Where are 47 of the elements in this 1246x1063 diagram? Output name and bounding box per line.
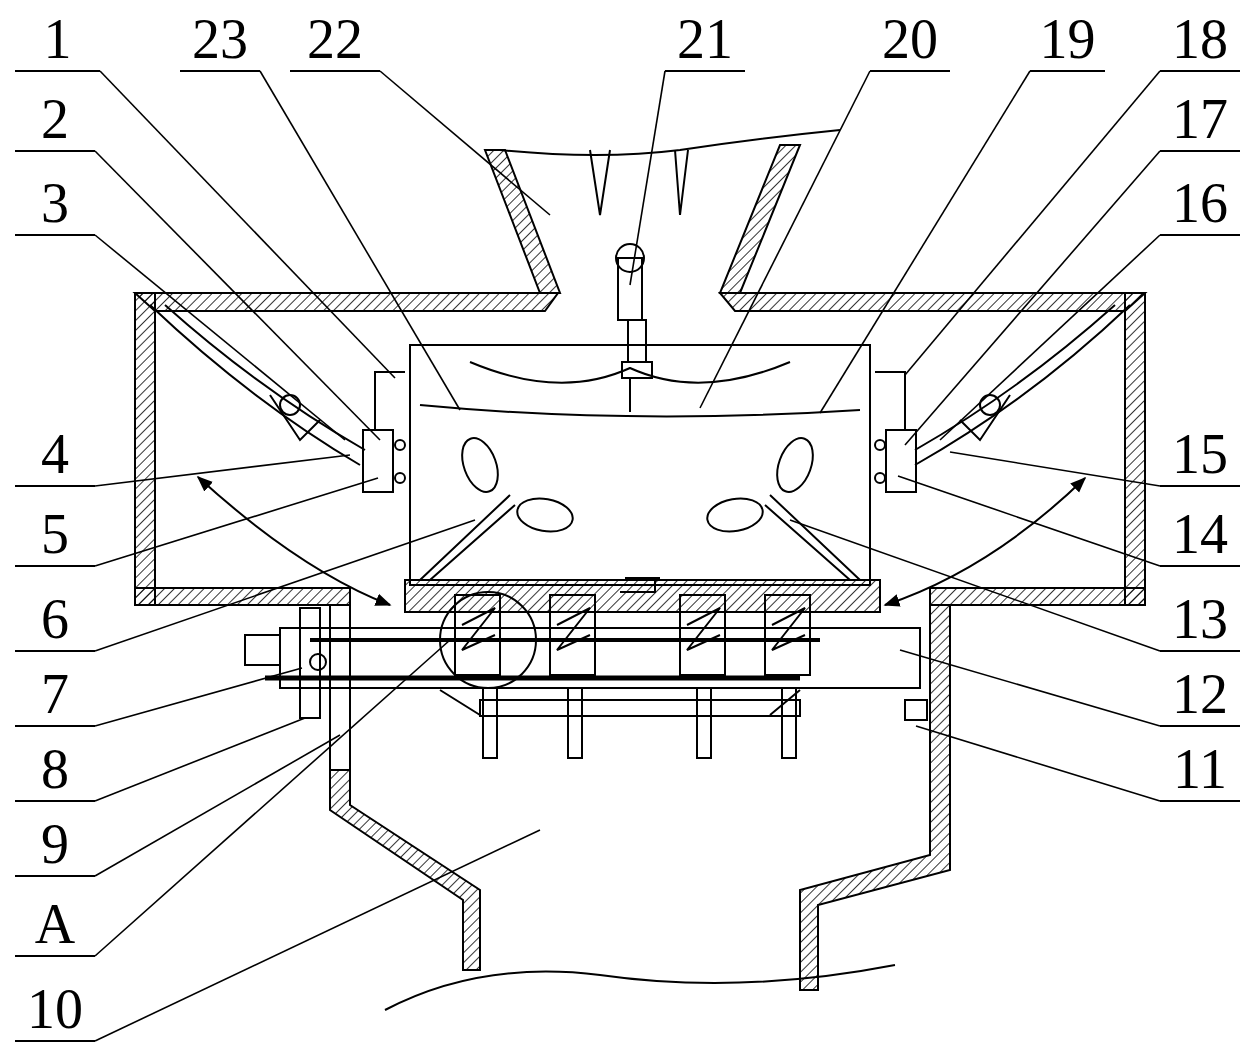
leader-line	[259, 70, 461, 411]
callout-number: 20	[870, 8, 950, 72]
leader-line	[904, 150, 1161, 446]
leader-line	[939, 234, 1161, 441]
callout-number: 8	[15, 738, 95, 802]
callout-number: 21	[665, 8, 745, 72]
leader-line	[379, 70, 551, 216]
callout-number: 17	[1160, 88, 1240, 152]
leader-line	[915, 725, 1161, 802]
leader-line	[94, 717, 306, 802]
callout-number: 19	[1030, 8, 1105, 72]
callout-number: 4	[15, 423, 95, 487]
callout-number: 11	[1160, 738, 1240, 802]
leader-line	[904, 70, 1161, 376]
leader-line	[819, 70, 1031, 414]
callout-number: 3	[15, 172, 95, 236]
leader-line	[94, 234, 346, 441]
leader-line	[94, 519, 476, 652]
leader-line	[94, 667, 303, 727]
callout-number: 18	[1160, 8, 1240, 72]
callout-number: 12	[1160, 663, 1240, 727]
leader-line	[699, 70, 871, 409]
leader-line	[629, 70, 666, 286]
leader-line	[94, 734, 341, 877]
leader-line	[949, 451, 1161, 487]
callout-number: 5	[15, 503, 95, 567]
callout-number: 23	[180, 8, 260, 72]
leader-line	[94, 477, 379, 567]
leader-line	[899, 649, 1161, 727]
leader-line	[94, 829, 541, 1042]
callout-number: 10	[15, 978, 95, 1042]
callout-number: 22	[290, 8, 380, 72]
callout-number: 6	[15, 588, 95, 652]
callout-number: 9	[15, 813, 95, 877]
callout-number: 1	[15, 8, 100, 72]
callout-number: 14	[1160, 503, 1240, 567]
leader-line	[94, 454, 351, 487]
leader-line	[99, 70, 396, 379]
callout-number: 13	[1160, 588, 1240, 652]
callout-number: A	[15, 893, 95, 957]
leader-line	[94, 639, 451, 957]
callout-number: 15	[1160, 423, 1240, 487]
callout-number: 2	[15, 88, 95, 152]
callout-number: 16	[1160, 172, 1240, 236]
callout-number: 7	[15, 663, 95, 727]
leader-line	[94, 150, 381, 441]
leader-line	[789, 519, 1161, 652]
